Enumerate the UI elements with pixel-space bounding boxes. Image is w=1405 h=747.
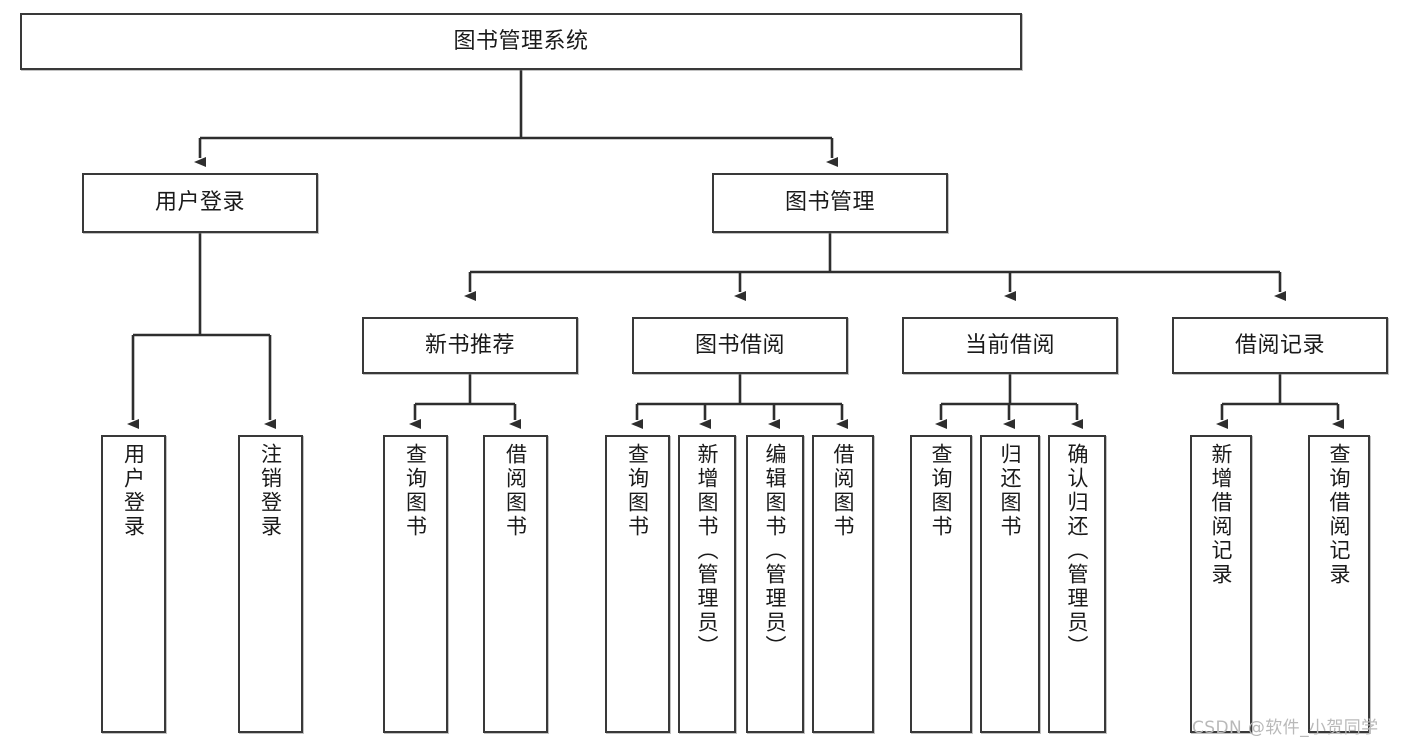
leaf-user-login-login[interactable]: 用户登录 — [101, 435, 166, 733]
node-label: 查询图书 — [403, 443, 428, 539]
node-label: 当前借阅 — [964, 332, 1055, 358]
node-label: 用户登录 — [154, 190, 245, 216]
node-label: 注销登录 — [258, 443, 283, 539]
node-label: 图书管理 — [784, 190, 875, 216]
leaf-book-borrow-edit-book-admin[interactable]: 编辑图书（管理员） — [746, 435, 804, 733]
node-label: 用户登录 — [121, 443, 146, 539]
leaf-book-borrow-query-book[interactable]: 查询图书 — [605, 435, 670, 733]
leaf-book-borrow-add-book-admin[interactable]: 新增图书（管理员） — [678, 435, 736, 733]
node-label: 查询借阅记录 — [1327, 443, 1352, 587]
node-user-login[interactable]: 用户登录 — [82, 173, 318, 233]
node-label: 新增图书（管理员） — [695, 443, 720, 659]
leaf-book-borrow-borrow-book[interactable]: 借阅图书 — [812, 435, 874, 733]
node-label: 新增借阅记录 — [1209, 443, 1234, 587]
node-label: 借阅图书 — [831, 443, 856, 539]
node-label: 查询图书 — [625, 443, 650, 539]
node-label: 归还图书 — [998, 443, 1023, 539]
leaf-borrow-record-add-record[interactable]: 新增借阅记录 — [1190, 435, 1252, 733]
node-borrow-record[interactable]: 借阅记录 — [1172, 317, 1388, 374]
node-current-borrow[interactable]: 当前借阅 — [902, 317, 1118, 374]
node-label: 确认归还（管理员） — [1065, 443, 1090, 659]
leaf-user-login-logout[interactable]: 注销登录 — [238, 435, 303, 733]
node-label: 借阅记录 — [1234, 332, 1325, 358]
leaf-current-borrow-return-book[interactable]: 归还图书 — [980, 435, 1040, 733]
leaf-current-borrow-query-book[interactable]: 查询图书 — [910, 435, 972, 733]
node-label: 图书借阅 — [694, 332, 785, 358]
node-book-management[interactable]: 图书管理 — [712, 173, 948, 233]
watermark-text: CSDN @软件_小贺同学 — [1192, 718, 1379, 738]
node-book-borrow[interactable]: 图书借阅 — [632, 317, 848, 374]
node-label: 查询图书 — [929, 443, 954, 539]
node-label: 借阅图书 — [503, 443, 528, 539]
node-root-book-management-system[interactable]: 图书管理系统 — [20, 13, 1022, 70]
node-label: 图书管理系统 — [453, 28, 589, 54]
leaf-new-book-query-book[interactable]: 查询图书 — [383, 435, 448, 733]
leaf-borrow-record-query-record[interactable]: 查询借阅记录 — [1308, 435, 1370, 733]
leaf-current-borrow-confirm-return-admin[interactable]: 确认归还（管理员） — [1048, 435, 1106, 733]
node-label: 新书推荐 — [424, 332, 515, 358]
leaf-new-book-borrow-book[interactable]: 借阅图书 — [483, 435, 548, 733]
node-new-book-recommend[interactable]: 新书推荐 — [362, 317, 578, 374]
node-label: 编辑图书（管理员） — [763, 443, 788, 659]
